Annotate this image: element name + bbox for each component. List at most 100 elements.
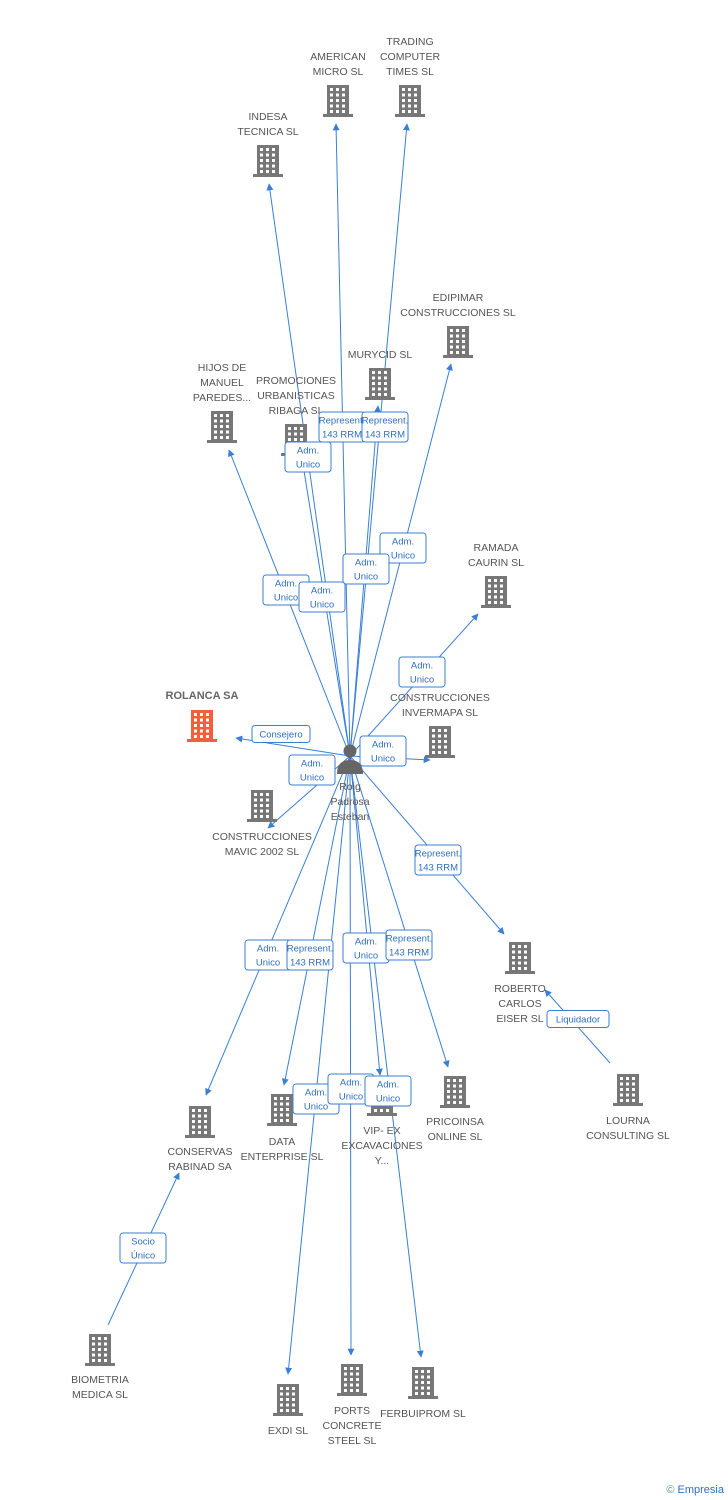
company-name-data[interactable]: DATA [269, 1136, 295, 1148]
company-name-ports[interactable]: PORTS [334, 1405, 370, 1417]
company-name-conservas[interactable]: CONSERVAS [168, 1146, 233, 1158]
edge-label-text: Adm. [372, 740, 394, 751]
edge-label-text: Unico [371, 754, 395, 765]
company-name-trading[interactable]: TRADING [386, 36, 433, 48]
company-name-biometria[interactable]: BIOMETRIA [71, 1374, 129, 1386]
edge-label-edipimar[interactable]: Adm.Unico [379, 532, 427, 564]
company-name-promociones[interactable]: PROMOCIONES [256, 375, 336, 387]
building-icon[interactable] [247, 790, 277, 822]
edge-label-promociones[interactable]: Adm.Unico [298, 581, 346, 613]
company-name-biometria[interactable]: MEDICA SL [72, 1389, 128, 1401]
company-name-roberto[interactable]: ROBERTO [494, 983, 546, 995]
building-icon[interactable] [337, 1364, 367, 1396]
building-icon[interactable] [323, 85, 353, 117]
building-icon[interactable] [408, 1367, 438, 1399]
edge-label-roberto[interactable]: Represent.143 RRM [414, 844, 462, 876]
building-icon[interactable] [85, 1334, 115, 1366]
company-name-exdi[interactable]: EXDI SL [268, 1425, 308, 1437]
edge-label-text: Unico [354, 951, 378, 962]
company-name-vipex[interactable]: Y... [375, 1155, 389, 1167]
company-name-edipimar[interactable]: EDIPIMAR [433, 292, 484, 304]
company-name-pricoinsa[interactable]: ONLINE SL [428, 1131, 483, 1143]
edge-label-text: Adm. [377, 1080, 399, 1091]
building-icon[interactable] [481, 576, 511, 608]
edge-person-pricoinsa [349, 755, 450, 1068]
company-name-promociones[interactable]: RIBAGA SL [269, 405, 324, 417]
building-icon[interactable] [365, 368, 395, 400]
edge-label-american[interactable]: Represent.143 RRM [318, 411, 366, 443]
person-icon[interactable] [337, 744, 363, 775]
edge-label-text: Único [131, 1251, 155, 1262]
edge-label-vipex[interactable]: Adm.Unico [342, 932, 390, 964]
company-name-vipex[interactable]: EXCAVACIONES [341, 1140, 422, 1152]
edge-label-mavic[interactable]: Adm.Unico [288, 754, 336, 786]
edge-label-pricoinsa[interactable]: Represent.143 RRM [385, 929, 433, 961]
building-icon[interactable] [425, 726, 455, 758]
company-name-trading[interactable]: COMPUTER [380, 51, 441, 63]
company-name-ramada[interactable]: RAMADA [474, 542, 519, 554]
company-name-murycid[interactable]: MURYCID SL [348, 349, 413, 361]
edge-label-rolanca[interactable]: Consejero [251, 725, 311, 743]
edge-label-text: Represent. [415, 849, 461, 860]
edge-label-trading[interactable]: Represent.143 RRM [361, 411, 409, 443]
company-name-hijos[interactable]: PAREDES... [193, 392, 251, 404]
company-name-roberto[interactable]: EISER SL [496, 1013, 543, 1025]
company-name-hijos[interactable]: HIJOS DE [198, 362, 246, 374]
company-name-hijos[interactable]: MANUEL [200, 377, 244, 389]
edge-label-text: Adm. [301, 759, 323, 770]
company-name-ports[interactable]: STEEL SL [328, 1435, 377, 1447]
edge-label-ferbuiprom[interactable]: Adm.Unico [364, 1075, 412, 1107]
building-icon[interactable] [395, 85, 425, 117]
edge-label-text: Unico [391, 551, 415, 562]
building-icon[interactable] [185, 1106, 215, 1138]
company-name-mavic[interactable]: CONSTRUCCIONES [212, 831, 312, 843]
edge-label-murycid[interactable]: Adm.Unico [342, 553, 390, 585]
company-name-rolanca[interactable]: ROLANCA SA [166, 690, 239, 702]
company-name-lourna[interactable]: LOURNA [606, 1115, 650, 1127]
company-name-edipimar[interactable]: CONSTRUCCIONES SL [400, 307, 516, 319]
company-name-trading[interactable]: TIMES SL [386, 66, 434, 78]
edge-label-indesa[interactable]: Adm.Unico [284, 441, 332, 473]
company-name-roberto[interactable]: CARLOS [498, 998, 541, 1010]
person-name[interactable]: Esteban [331, 811, 370, 823]
edge-label-invermapa[interactable]: Adm. Unico [359, 735, 407, 767]
company-name-lourna[interactable]: CONSULTING SL [586, 1130, 670, 1142]
building-icon[interactable] [253, 145, 283, 177]
edge-label-ramada[interactable]: Adm.Unico [398, 656, 446, 688]
company-name-indesa[interactable]: TECNICA SL [237, 126, 298, 138]
edge-label-data[interactable]: Represent.143 RRM [286, 939, 334, 971]
company-name-ferbuiprom[interactable]: FERBUIPROM SL [380, 1408, 466, 1420]
building-icon[interactable] [443, 326, 473, 358]
company-name-data[interactable]: ENTERPRISE SL [241, 1151, 324, 1163]
edge-label-text: Unico [296, 460, 320, 471]
company-name-ports[interactable]: CONCRETE [323, 1420, 382, 1432]
company-name-indesa[interactable]: INDESA [248, 111, 287, 123]
company-name-vipex[interactable]: VIP- EX [363, 1125, 400, 1137]
company-name-promociones[interactable]: URBANISTICAS [257, 390, 335, 402]
building-icon[interactable] [273, 1384, 303, 1416]
company-name-mavic[interactable]: MAVIC 2002 SL [225, 846, 300, 858]
building-icon[interactable] [267, 1094, 297, 1126]
building-icon[interactable] [187, 710, 217, 742]
company-name-american[interactable]: AMERICAN [310, 51, 365, 63]
footer-brand: © Empresia [666, 1484, 724, 1496]
person-name[interactable]: Padrosa [330, 796, 369, 808]
edge-label-text: Unico [256, 958, 280, 969]
building-icon[interactable] [207, 411, 237, 443]
edge-label-text: Unico [339, 1092, 363, 1103]
building-icon[interactable] [505, 942, 535, 974]
person-name[interactable]: Roig [339, 781, 361, 793]
company-name-pricoinsa[interactable]: PRICOINSA [426, 1116, 484, 1128]
building-icon[interactable] [613, 1074, 643, 1106]
edge-label-roberto[interactable]: Liquidador [546, 1010, 610, 1028]
company-name-american[interactable]: MICRO SL [313, 66, 364, 78]
company-name-ramada[interactable]: CAURIN SL [468, 557, 524, 569]
building-icon[interactable] [440, 1076, 470, 1108]
company-name-invermapa[interactable]: INVERMAPA SL [402, 707, 478, 719]
company-name-invermapa[interactable]: CONSTRUCCIONES [390, 692, 490, 704]
edge-person-data [281, 755, 351, 1086]
company-name-conservas[interactable]: RABINAD SA [168, 1161, 232, 1173]
edge-label-conservas[interactable]: Adm.Unico [244, 939, 292, 971]
